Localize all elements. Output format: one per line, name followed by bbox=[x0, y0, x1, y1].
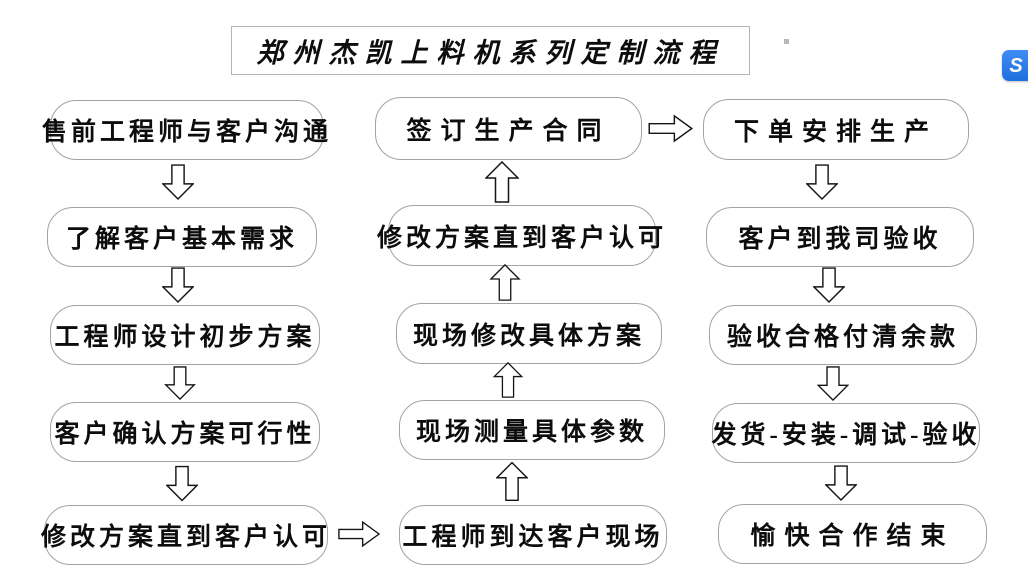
step-middle-2: 修改方案直到客户认可 bbox=[377, 205, 663, 266]
step-left-5: 修改方案直到客户认可 bbox=[41, 505, 328, 565]
step-middle-4: 现场测量具体参数 bbox=[399, 400, 665, 460]
step-left-2: 了解客户基本需求 bbox=[47, 207, 317, 267]
step-left-3: 工程师设计初步方案 bbox=[50, 305, 320, 365]
step-right-5: 愉快合作结束 bbox=[718, 504, 987, 564]
arrow-down-icon bbox=[817, 366, 849, 401]
selection-handle-dot bbox=[784, 39, 789, 44]
arrow-up-icon bbox=[485, 161, 519, 203]
arrow-down-icon bbox=[164, 366, 196, 400]
arrow-down-icon bbox=[162, 267, 194, 303]
step-right-3: 验收合格付清余款 bbox=[709, 305, 977, 365]
logo-s-icon: S bbox=[1009, 54, 1023, 77]
diagram-title-box: 郑州杰凯上料机系列定制流程 bbox=[231, 26, 750, 75]
arrow-up-icon bbox=[492, 362, 524, 398]
arrow-down-icon bbox=[166, 464, 198, 503]
arrow-right-icon bbox=[338, 520, 380, 548]
floating-app-logo-button[interactable]: S bbox=[1002, 50, 1028, 81]
step-middle-3: 现场修改具体方案 bbox=[396, 303, 662, 364]
step-right-1: 下单安排生产 bbox=[703, 99, 969, 160]
arrow-down-icon bbox=[825, 464, 857, 502]
arrow-right-icon bbox=[644, 114, 697, 143]
arrow-down-icon bbox=[806, 163, 838, 201]
arrow-down-icon bbox=[813, 267, 845, 303]
step-left-1: 售前工程师与客户沟通 bbox=[42, 100, 328, 160]
diagram-title: 郑州杰凯上料机系列定制流程 bbox=[256, 38, 725, 68]
arrow-up-icon bbox=[489, 264, 521, 301]
step-right-2: 客户到我司验收 bbox=[706, 207, 974, 267]
step-middle-1: 签订生产合同 bbox=[375, 97, 642, 160]
step-left-4: 客户确认方案可行性 bbox=[50, 402, 320, 462]
step-middle-5: 工程师到达客户现场 bbox=[399, 505, 667, 565]
arrow-up-icon bbox=[496, 460, 528, 503]
step-right-4: 发货-安装-调试-验收 bbox=[712, 403, 980, 463]
arrow-down-icon bbox=[162, 164, 194, 200]
